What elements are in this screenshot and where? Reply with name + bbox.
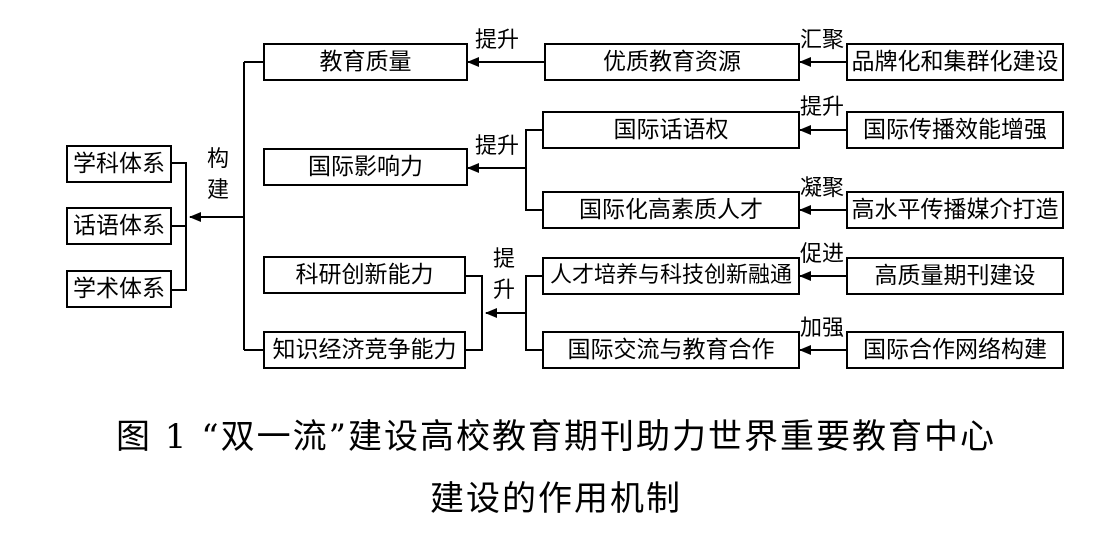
box-discourse-power: 国际话语权 — [542, 111, 800, 149]
label-build: 构 建 — [206, 147, 229, 203]
label-tisheng-influence: 提升 — [475, 134, 520, 159]
label-tisheng-quality: 提升 — [475, 28, 520, 53]
box-brand: 品牌化和集群化建设 — [846, 43, 1064, 81]
label-tisheng-vertical: 提 升 — [492, 247, 515, 303]
label-huiju: 汇聚 — [800, 28, 845, 53]
label-ningju: 凝聚 — [800, 176, 845, 201]
label-jiaqiang: 加强 — [800, 316, 845, 341]
box-discourse-system: 话语体系 — [66, 207, 172, 245]
box-education-quality: 教育质量 — [263, 43, 468, 81]
label-cujin: 促进 — [800, 242, 845, 267]
influence-bracket — [525, 129, 542, 211]
box-academic-system: 学术体系 — [66, 270, 172, 308]
box-exchange-cooperation: 国际交流与教育合作 — [542, 331, 800, 369]
box-quality-resources: 优质教育资源 — [544, 43, 800, 81]
box-knowledge-economy: 知识经济竞争能力 — [263, 331, 466, 369]
box-intl-influence: 国际影响力 — [263, 148, 468, 186]
talent-bracket — [525, 275, 542, 351]
figure-caption-line2: 建设的作用机制 — [430, 479, 682, 519]
box-talent-integration: 人才培养与科技创新融通 — [542, 257, 800, 295]
box-media: 高水平传播媒介打造 — [846, 191, 1064, 229]
box-network: 国际合作网络构建 — [846, 331, 1064, 369]
box-talent: 国际化高素质人才 — [542, 191, 800, 229]
label-tisheng-discourse: 提升 — [800, 95, 845, 120]
figure-caption-line1: 图 1 “双一流”建设高校教育期刊助力世界重要教育中心 — [115, 417, 996, 457]
box-research-innovation: 科研创新能力 — [263, 256, 466, 294]
innovation-bracket — [466, 275, 483, 351]
box-discipline-system: 学科体系 — [66, 145, 172, 183]
box-journal: 高质量期刊建设 — [846, 257, 1064, 295]
box-communication: 国际传播效能增强 — [846, 111, 1064, 149]
